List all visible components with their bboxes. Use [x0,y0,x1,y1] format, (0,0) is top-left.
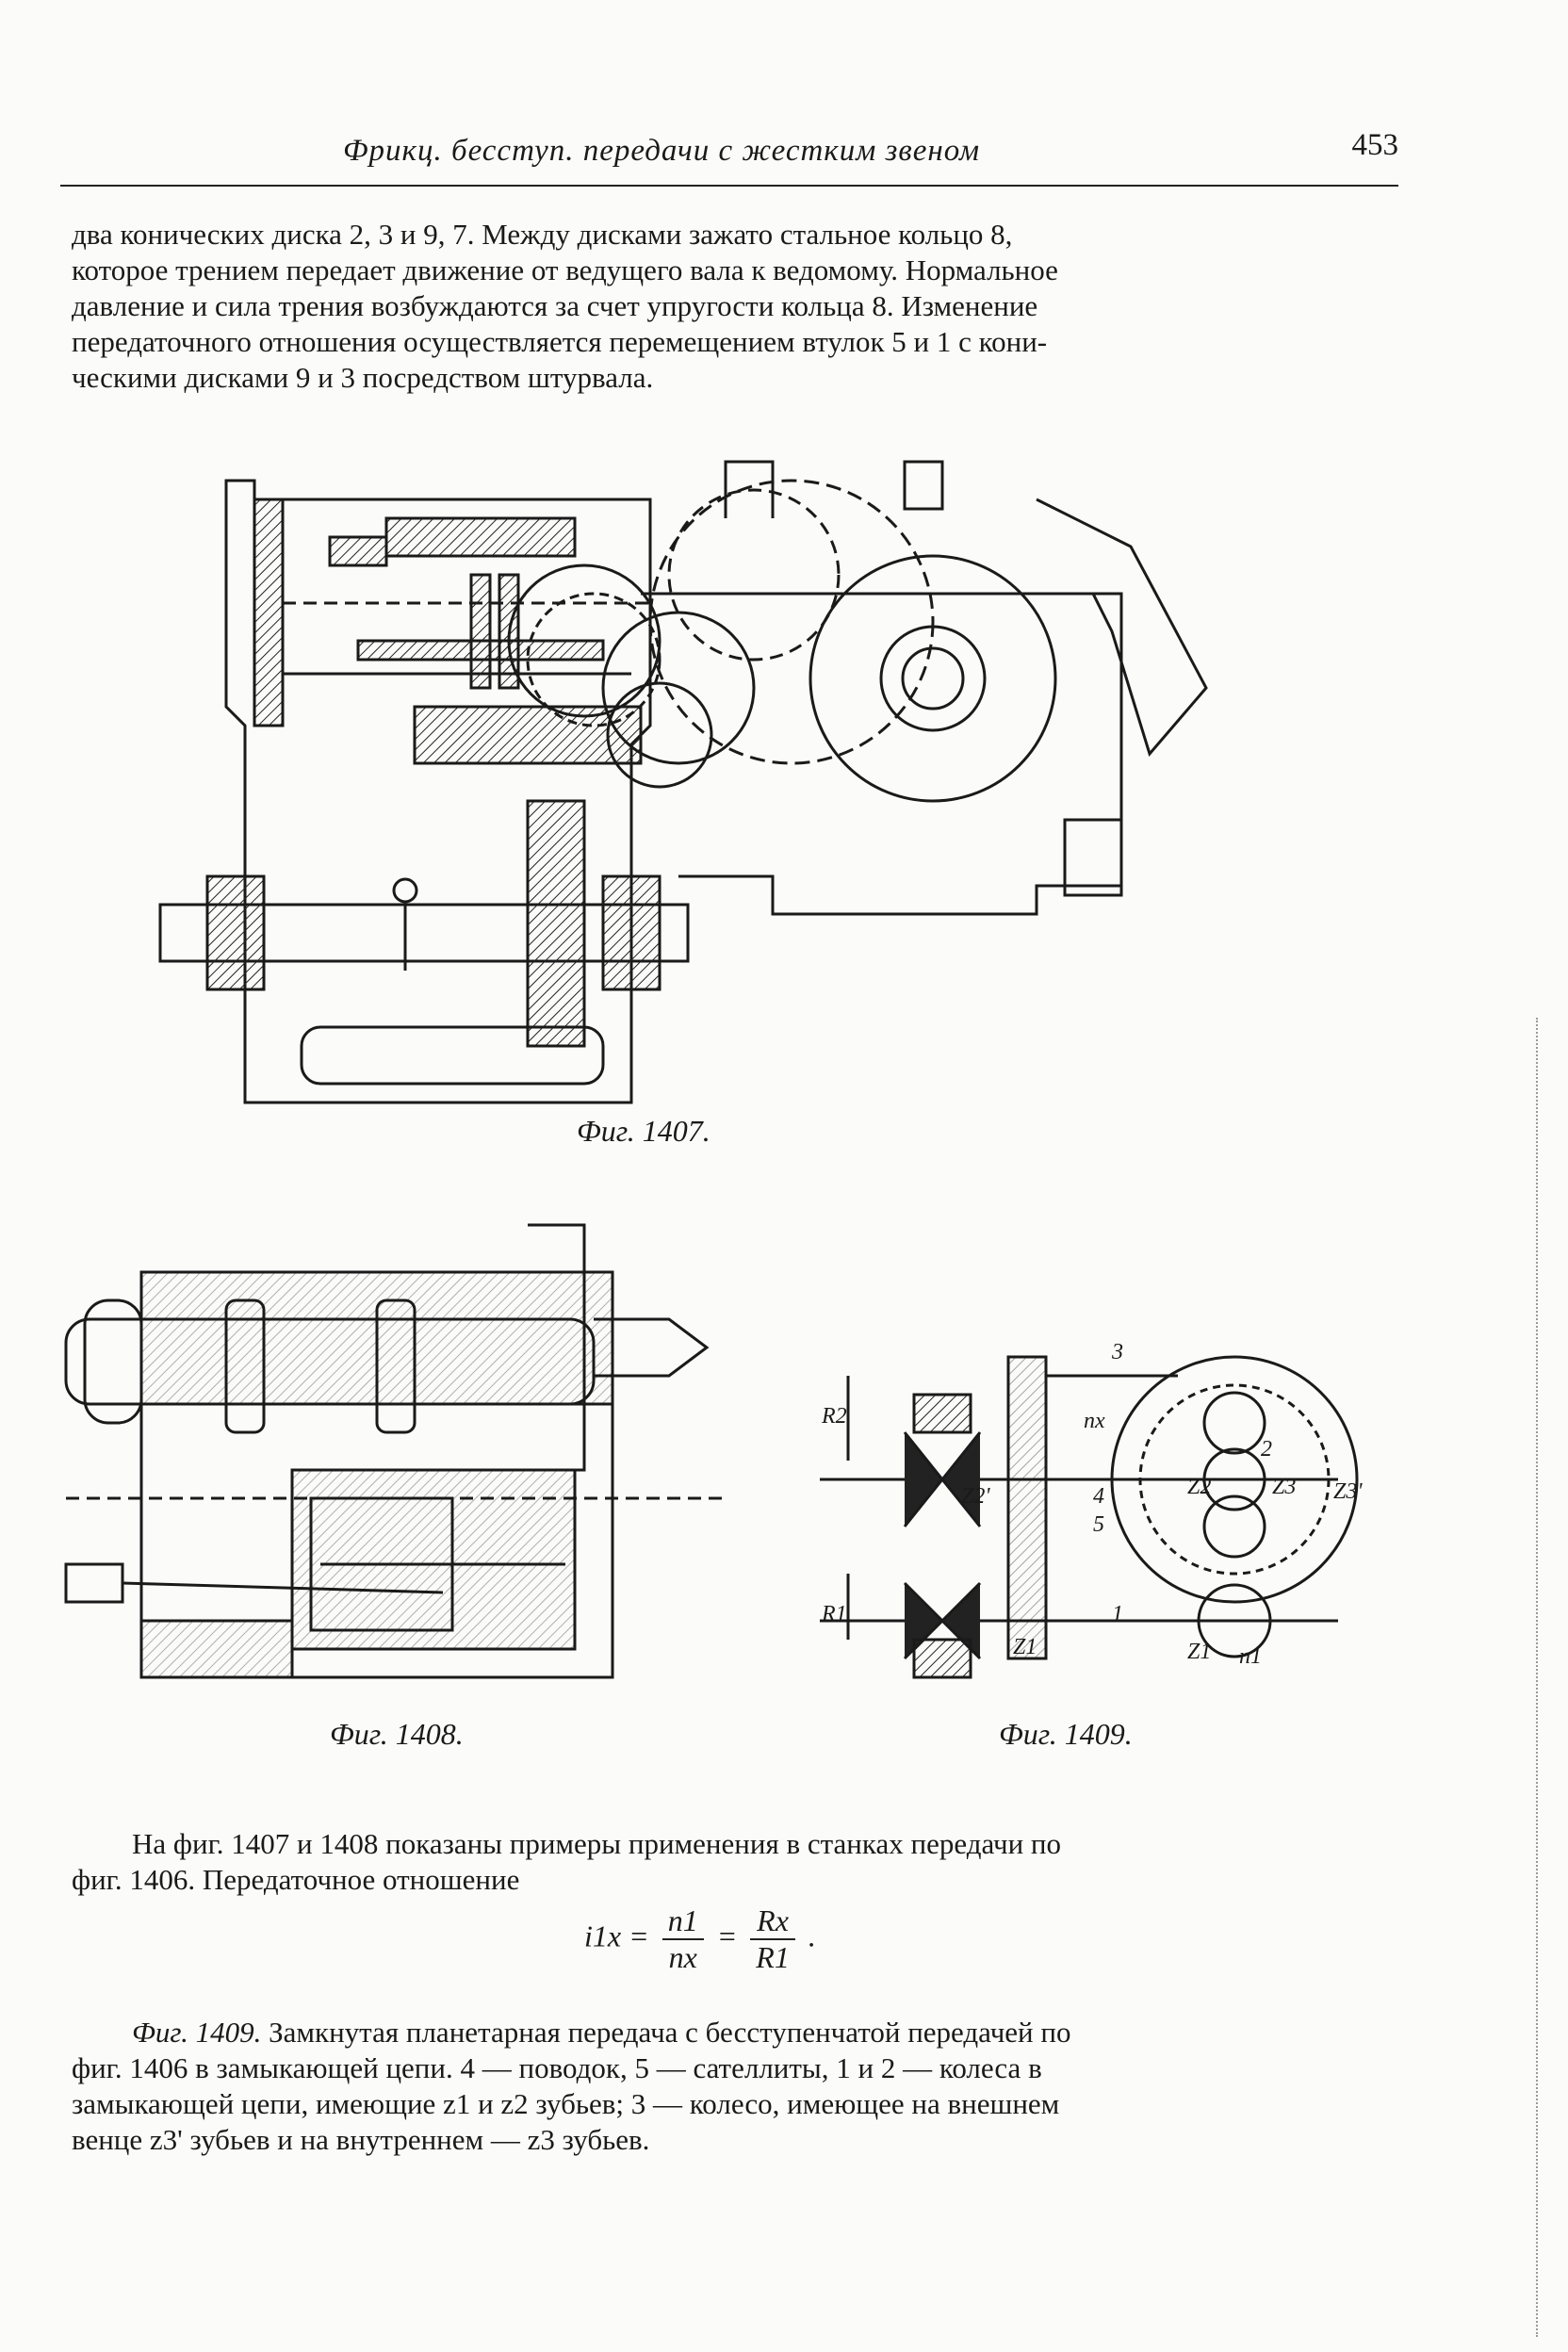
fig1409-description: Фиг. 1409. Замкнутая планетарная передач… [72,2015,1389,2158]
description-line: Фиг. 1409. Замкнутая планетарная передач… [72,2015,1389,2050]
intro-line: ческими дисками 9 и 3 посредством штурва… [72,361,654,394]
body-line: На фиг. 1407 и 1408 показаны примеры при… [132,1827,1062,1860]
intro-line: передаточного отношения осуществляется п… [72,325,1048,358]
ratio-formula: i1x = n1 nx = Rx R1 . [584,1903,905,2007]
frac2-numerator: Rx [750,1903,795,1940]
fig1409-label: Z1 [1187,1640,1211,1664]
figure-1408-caption: Фиг. 1408. [330,1717,464,1751]
frac1-numerator: n1 [662,1903,704,1940]
frac2-denominator: R1 [756,1940,790,1974]
intro-paragraph: два конических диска 2, 3 и 9, 7. Между … [72,217,1389,396]
figure-1408-drawing [64,1223,726,1679]
margin-rule [1536,1018,1538,2337]
fig1409-label: Z1 [1013,1635,1037,1659]
running-title: Фрикц. бесступ. передачи с жестким звено… [343,134,981,168]
description-line: замыкающей цепи, имеющие z1 и z2 зубьев;… [72,2087,1060,2120]
description-line: фиг. 1406 в замыкающей цепи. 4 — поводок… [72,2051,1042,2084]
fig1409-label: 4 [1093,1484,1104,1509]
figure-1409-drawing: 3 R2 nx 2 Z2' Z2 Z3 Z3' 4 5 R1 1 Z1 Z1 n… [820,1340,1363,1679]
fig1409-label: R1 [821,1602,847,1626]
body-paragraph: На фиг. 1407 и 1408 показаны примеры при… [72,1826,1389,1898]
fig1409-label: 2 [1261,1437,1272,1462]
intro-line: давление и сила трения возбуждаются за с… [72,289,1038,322]
page-number: 453 [1351,128,1399,162]
fig1409-label: 1 [1112,1602,1123,1626]
fig1409-label: Z2 [1187,1475,1211,1499]
frac1-denominator: nx [668,1940,697,1974]
running-header: Фрикц. бесступ. передачи с жестким звено… [60,128,1398,187]
equals-sign: = [629,1919,649,1953]
fig1409-label: R2 [821,1404,847,1429]
formula-period: . [808,1919,816,1953]
description-line: венце z3' зубьев и на внутреннем — z3 зу… [72,2123,650,2156]
intro-line: которое трением передает движение от вед… [72,253,1058,286]
fig1409-label: Z3 [1272,1475,1296,1499]
fraction-radius: Rx R1 [750,1903,795,1975]
equals-sign: = [716,1919,738,1953]
intro-line: два конических диска 2, 3 и 9, 7. Между … [72,218,1013,251]
fraction-speed: n1 nx [662,1903,704,1975]
fig1409-label: Z3' [1333,1479,1363,1504]
fig1409-label: 5 [1093,1512,1104,1537]
figure-1407-drawing [158,460,1208,1104]
figure-1407-caption: Фиг. 1407. [577,1114,710,1148]
fig1409-label: nx [1084,1409,1105,1433]
formula-lhs: i1x [584,1919,622,1953]
fig1409-label: Z2' [961,1484,990,1509]
fig1409-label: 3 [1111,1340,1123,1364]
figure-1409-caption: Фиг. 1409. [999,1717,1133,1751]
description-lead: Фиг. 1409. [132,2016,262,2049]
description-text: Замкнутая планетарная передача с бесступ… [269,2016,1071,2049]
fig1409-label: n1 [1239,1644,1262,1669]
body-line: фиг. 1406. Передаточное отношение [72,1863,520,1896]
